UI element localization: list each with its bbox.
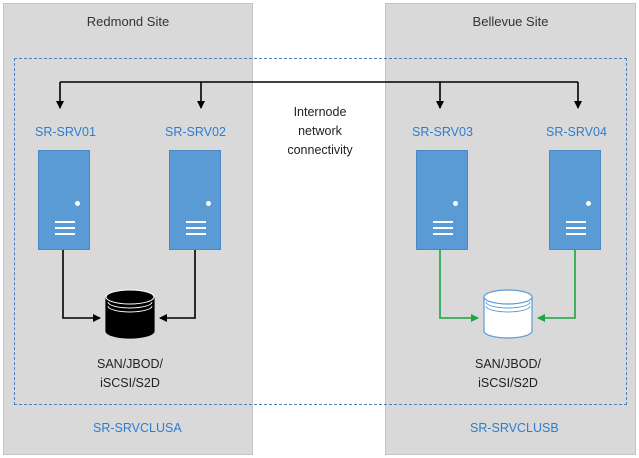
- redmond-storage-label: SAN/JBOD/ iSCSI/S2D: [97, 357, 163, 390]
- internode-network-label: Internode network connectivity: [287, 105, 353, 157]
- cluster-label-b: SR-SRVCLUSB: [470, 421, 559, 435]
- bellevue-storage-label: SAN/JBOD/ iSCSI/S2D: [475, 357, 541, 390]
- internode-network-bus: [56, 81, 582, 109]
- bellevue-storage-links: [439, 249, 576, 322]
- server-label-srv01: SR-SRV01: [35, 125, 96, 139]
- server-srv03-icon: [416, 150, 468, 250]
- cluster-boundary: [14, 58, 627, 405]
- server-label-srv03: SR-SRV03: [412, 125, 473, 139]
- server-srv02-icon: [169, 150, 221, 250]
- bellevue-storage-disk-icon: [483, 289, 533, 339]
- site-title-bellevue: Bellevue Site: [472, 14, 549, 29]
- redmond-storage-disk-icon: [105, 289, 155, 339]
- server-label-srv02: SR-SRV02: [165, 125, 226, 139]
- server-srv04-icon: [549, 150, 601, 250]
- site-title-redmond: Redmond Site: [86, 14, 170, 29]
- server-label-srv04: SR-SRV04: [546, 125, 607, 139]
- server-srv01-icon: [38, 150, 90, 250]
- cluster-label-a: SR-SRVCLUSA: [93, 421, 182, 435]
- redmond-storage-links: [62, 249, 196, 322]
